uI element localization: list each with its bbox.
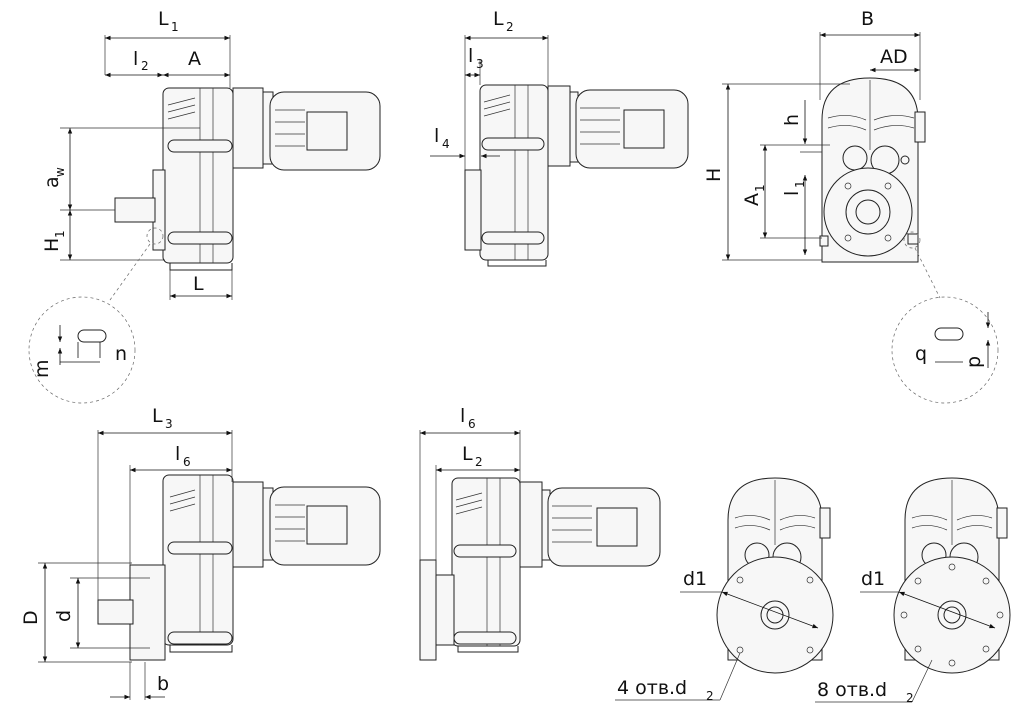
svg-text:2: 2 [141,59,149,73]
svg-text:2: 2 [475,455,483,469]
view-side-foot-mounted [28,35,381,404]
view-front-flange-8-holes [815,477,1011,703]
label-m: m [31,359,53,378]
label-n: n [115,343,127,365]
label-H1: H [41,238,63,252]
label-holes-4: 4 отв.d [617,677,687,699]
label-l3: l [468,45,473,67]
svg-text:2: 2 [506,20,514,34]
svg-text:1: 1 [53,230,67,238]
view-flange-mounted-large [38,430,381,700]
label-L2b: L [462,443,473,465]
terminal-box [306,111,348,151]
dimension-labels: L 1 l 2 A L a w H 1 m n L 2 l 3 l 4 B AD… [20,8,985,705]
label-d1-a: d1 [683,568,707,590]
label-l4: l [434,125,439,147]
label-l2: l [133,48,138,70]
label-L1: L [158,8,169,30]
label-H: H [703,168,725,182]
svg-text:3: 3 [165,417,173,431]
svg-text:6: 6 [468,417,476,431]
label-A1: A [741,193,763,206]
flange-face-8 [893,556,1011,674]
view-front [722,32,999,404]
label-L2: L [493,8,504,30]
label-d1-b: d1 [861,568,885,590]
flange-plate [129,564,166,661]
label-l1: l [781,191,803,196]
label-A: A [188,48,201,70]
svg-text:1: 1 [793,180,807,188]
label-D: D [20,610,42,625]
label-L: L [193,273,204,295]
motor-adapter [232,87,264,169]
label-p: p [963,356,985,368]
label-B: B [861,8,874,30]
label-d: d [53,610,75,622]
svg-text:2: 2 [906,691,914,705]
label-l6a: l [175,443,180,465]
view-flange-mounted-small [419,430,661,661]
label-holes-8: 8 отв.d [817,679,887,701]
label-AD: AD [880,46,908,68]
label-L3: L [152,405,163,427]
label-h: h [781,114,803,126]
svg-text:3: 3 [476,57,484,71]
svg-text:1: 1 [171,20,179,34]
view-side-foot-mounted-variant [430,35,689,267]
output-flange-face [823,167,913,257]
detail-circle-p-q [891,296,999,404]
label-aw: a [41,176,63,188]
view-front-flange-4-holes [615,477,834,701]
label-l6b: l [460,405,465,427]
svg-text:w: w [53,167,67,177]
svg-text:6: 6 [183,455,191,469]
svg-text:2: 2 [706,689,714,703]
output-shaft-2 [97,599,134,625]
output-shaft [114,197,156,223]
detail-circle-m-n [28,296,136,404]
label-b: b [157,673,169,695]
label-q: q [915,343,927,365]
svg-text:1: 1 [753,184,767,192]
svg-text:4: 4 [442,137,450,151]
flange-face-4 [716,556,834,674]
